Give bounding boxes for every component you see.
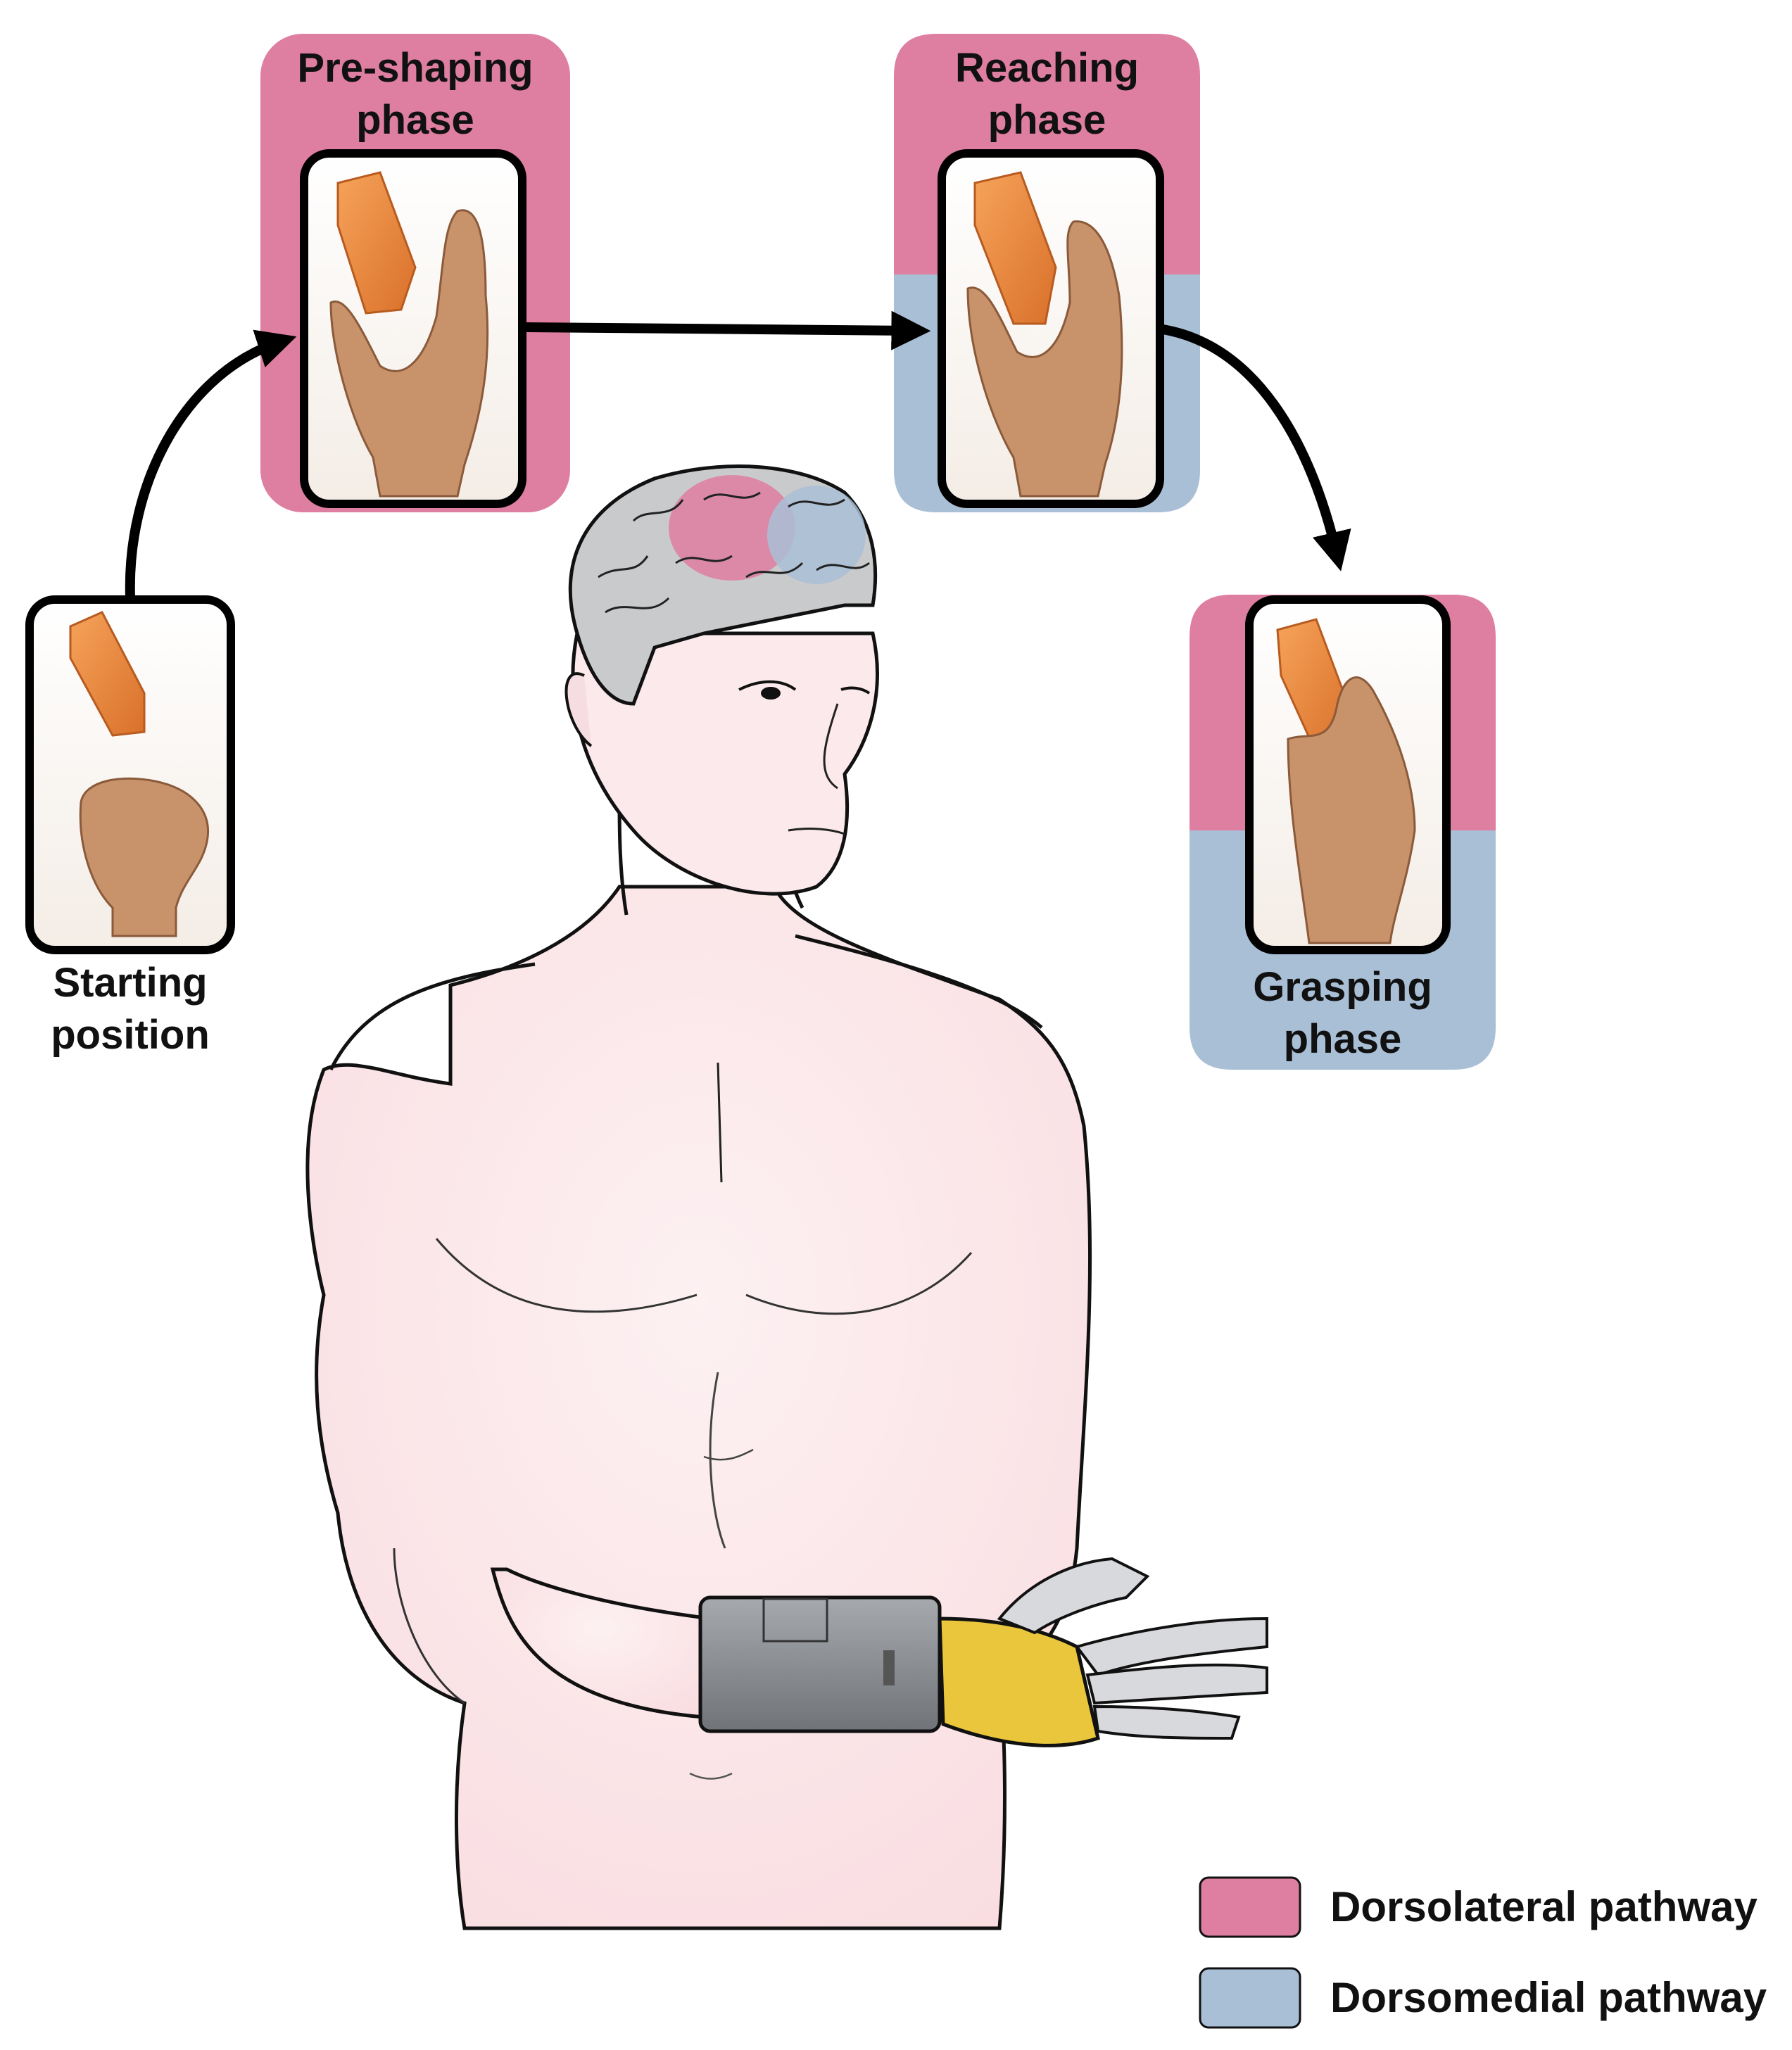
arrow-icon bbox=[1161, 324, 1351, 571]
preshaping-label-line2: phase bbox=[356, 97, 474, 143]
grasping-label-line1: Grasping bbox=[1253, 964, 1432, 1010]
hand-photo-icon bbox=[938, 149, 1164, 508]
reaching-label: Reaching phase bbox=[894, 42, 1200, 146]
starting-label-line2: position bbox=[51, 1012, 210, 1058]
starting-label: Starting position bbox=[14, 957, 246, 1061]
grasping-label: Grasping phase bbox=[1190, 961, 1496, 1065]
legend-swatch-dorsomedial bbox=[1199, 1967, 1301, 2029]
legend-label-dorsomedial: Dorsomedial pathway bbox=[1330, 1974, 1767, 2021]
legend-label-dorsolateral: Dorsolateral pathway bbox=[1330, 1883, 1758, 1930]
arrow-icon bbox=[125, 329, 297, 597]
grasping-label-line2: phase bbox=[1283, 1016, 1402, 1062]
preshaping-label-line1: Pre-shaping bbox=[297, 45, 534, 91]
brain-icon bbox=[568, 464, 878, 706]
arrow-icon bbox=[526, 310, 931, 350]
preshaping-label: Pre-shaping phase bbox=[260, 42, 570, 146]
legend-swatch-dorsolateral bbox=[1199, 1876, 1301, 1938]
hand-photo-icon bbox=[1245, 595, 1451, 954]
reaching-label-line1: Reaching bbox=[954, 45, 1140, 91]
prosthetic-hand-icon bbox=[698, 1557, 1268, 1747]
reaching-label-line2: phase bbox=[988, 97, 1106, 143]
starting-label-line1: Starting bbox=[53, 960, 208, 1006]
hand-photo-icon bbox=[25, 595, 235, 954]
hand-photo-icon bbox=[300, 149, 526, 508]
